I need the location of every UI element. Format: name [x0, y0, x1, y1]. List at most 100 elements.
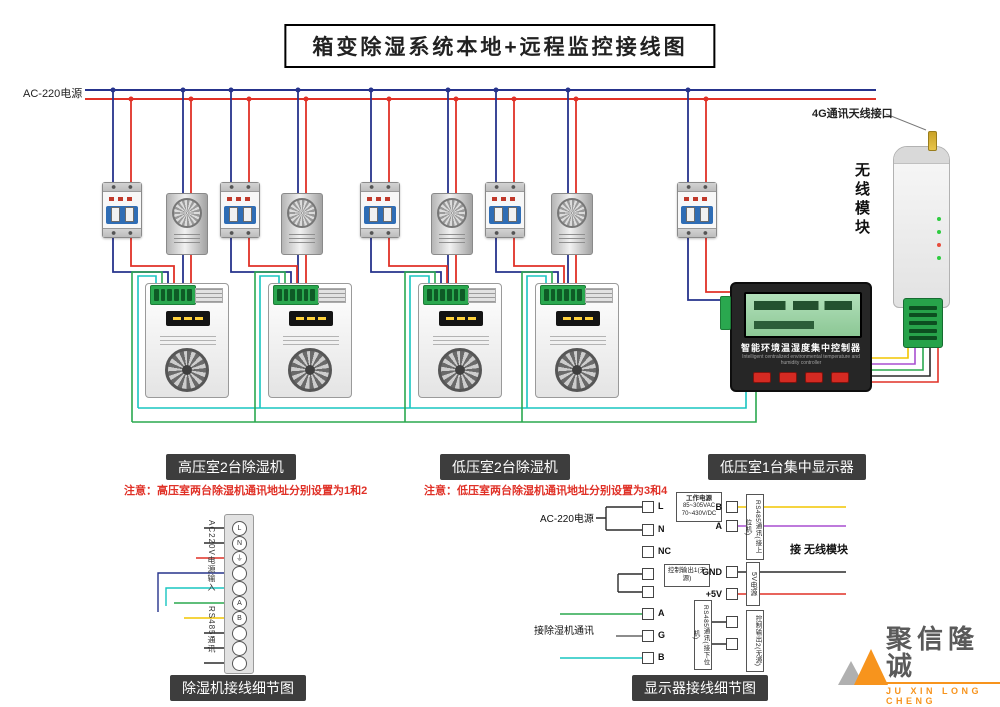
vent-grille	[550, 333, 606, 345]
power-box-line3: 70~430V/DC	[681, 511, 717, 518]
breaker-bottom-terminals	[486, 227, 524, 237]
fan-icon	[165, 348, 209, 392]
wireless-module-label: 无线模块	[853, 162, 870, 238]
power5v-box: 5V电源	[746, 562, 760, 606]
mountain-logo-icon	[836, 645, 888, 687]
drain-device-2	[281, 193, 323, 255]
status-display	[556, 311, 600, 326]
terminal-square-L	[642, 501, 654, 513]
breaker-top-terminals	[678, 183, 716, 192]
terminal-block	[273, 285, 319, 305]
badge-detail-dehumidifier: 除湿机接线细节图	[170, 675, 306, 701]
device-text-lines	[174, 231, 200, 243]
terminal-label-A2: A	[715, 521, 723, 531]
badge-hv-room: 高压室2台除湿机	[166, 454, 296, 480]
comm-bus-wires	[131, 271, 757, 423]
terminal-square-B2	[726, 501, 738, 513]
controller-buttons	[732, 372, 870, 383]
power-box-line1: 工作电源	[686, 495, 712, 502]
controller-left-connector	[720, 296, 731, 330]
module-wires	[868, 348, 939, 383]
breaker-label-area	[492, 197, 518, 202]
power-group-label: AC220V电源输入	[207, 520, 216, 592]
breaker-label-area	[367, 197, 393, 202]
power-rails	[80, 89, 876, 100]
antenna-leader-line	[885, 113, 927, 131]
terminal-square-5V	[726, 588, 738, 600]
circuit-breaker-1	[102, 182, 142, 238]
terminal-label-B2: B	[715, 502, 723, 512]
controller-lcd	[744, 292, 862, 338]
module-terminal-block	[903, 298, 943, 348]
nameplate	[195, 288, 223, 303]
terminal-circle	[232, 641, 247, 656]
logo-text-block: 聚信隆诚 JU XIN LONG CHENG	[886, 624, 1000, 706]
breaker-toggles	[224, 205, 256, 224]
vent-grille	[433, 333, 489, 345]
terminal-label-5V: +5V	[705, 589, 722, 599]
company-logo: 聚信隆诚 JU XIN LONG CHENG	[836, 624, 1000, 706]
controller-name: 智能环境温湿度集中控制器	[740, 343, 861, 353]
logo-subtitle: JU XIN LONG CHENG	[886, 681, 1000, 706]
breaker-bottom-terminals	[361, 227, 399, 237]
terminal-circle: L	[232, 521, 247, 536]
breaker-top-terminals	[103, 183, 141, 192]
antenna-connector-icon	[928, 131, 937, 151]
fan-icon	[438, 348, 482, 392]
rs485-downstream-box: RS485通讯(接下位机)	[692, 600, 712, 670]
breaker-bottom-terminals	[103, 227, 141, 237]
power-box-line2: 85~305VAC	[682, 503, 716, 510]
device-text-lines	[439, 231, 465, 243]
breaker-toggles	[106, 205, 138, 224]
device-text-lines	[289, 231, 315, 243]
antenna-label: 4G通讯天线接口	[812, 108, 893, 120]
terminal-block	[423, 285, 469, 305]
breaker-top-terminals	[486, 183, 524, 192]
breaker-bottom-terminals	[678, 227, 716, 237]
status-display	[289, 311, 333, 326]
breaker-label-area	[227, 197, 253, 202]
fan-grille-icon	[287, 198, 317, 228]
terminal-circle	[232, 566, 247, 581]
status-display	[166, 311, 210, 326]
terminal-circle: ⏚	[232, 551, 247, 566]
device-text-lines	[559, 231, 585, 243]
drain-device-4	[551, 193, 593, 255]
logo-name: 聚信隆诚	[886, 624, 980, 682]
fan-icon	[555, 348, 599, 392]
vent-grille	[160, 333, 216, 345]
terminal-label-NC: NC	[658, 546, 671, 556]
junction-dots	[110, 87, 709, 102]
ac-power-label: AC-220电源	[20, 84, 86, 102]
page-title: 箱变除湿系统本地+远程监控接线图	[284, 24, 716, 68]
terminal-square-out2b	[726, 638, 738, 650]
note-hv-address: 注意：高压室两台除湿机通讯地址分别设置为1和2	[124, 485, 368, 497]
status-led-icons	[937, 217, 941, 260]
terminal-square-B	[642, 652, 654, 664]
output1-box: 控制输出1(无源)	[664, 564, 710, 587]
left-detail-wires	[157, 527, 231, 664]
nameplate	[585, 288, 613, 303]
breaker-top-terminals	[221, 183, 259, 192]
central-controller: 智能环境温湿度集中控制器 Intelligent centralized env…	[730, 282, 872, 392]
working-power-box: 工作电源 85~305VAC 70~430V/DC	[676, 492, 722, 523]
dehumidifier-4	[535, 283, 619, 398]
wireless-link-label: 接 无线模块	[790, 544, 849, 556]
breaker-toggles	[364, 205, 396, 224]
terminal-square-out2a	[726, 616, 738, 628]
badge-lv-display: 低压室1台集中显示器	[708, 454, 866, 480]
terminal-square-G	[642, 630, 654, 642]
branch-power-wires	[112, 90, 734, 301]
terminal-square-NC	[642, 546, 654, 558]
terminal-square-N	[642, 524, 654, 536]
terminal-label-L: L	[658, 501, 664, 511]
terminal-block	[150, 285, 196, 305]
badge-detail-display: 显示器接线细节图	[632, 675, 768, 701]
terminal-label-N: N	[658, 524, 665, 534]
terminal-label-GND: GND	[702, 567, 722, 577]
detail-ac-label: AC-220电源	[540, 514, 594, 525]
terminal-label-G: G	[658, 630, 666, 640]
terminal-block	[540, 285, 586, 305]
breaker-label-area	[109, 197, 135, 202]
